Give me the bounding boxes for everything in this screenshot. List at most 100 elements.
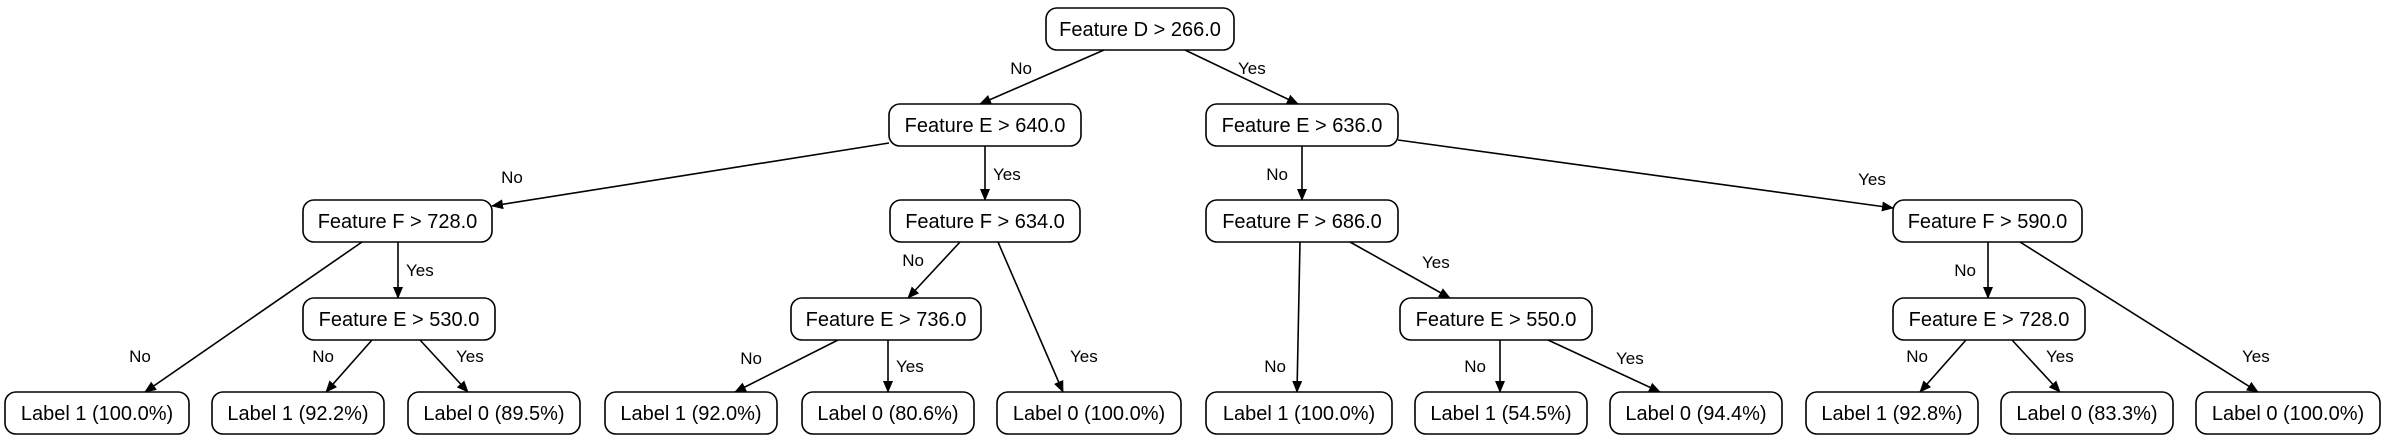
node-label: Feature F > 590.0: [1908, 211, 2068, 233]
node-box: [1892, 199, 2083, 243]
tree-edge-n2-n6: Yes: [1397, 139, 1894, 212]
node-label: Label 1 (100.0%): [21, 403, 173, 425]
node-label: Feature E > 530.0: [319, 309, 480, 331]
node-label: Label 0 (94.4%): [1625, 403, 1766, 425]
edge-label: No: [902, 251, 924, 270]
edge-label: No: [1010, 59, 1032, 78]
edge-label: No: [1906, 347, 1928, 366]
tree-edge-n8-l4: Yes: [883, 340, 924, 393]
tree-node-n3: Feature F > 728.0: [302, 199, 493, 243]
node-box: [1414, 391, 1588, 435]
tree-node-l0: Label 1 (100.0%): [4, 391, 190, 435]
edge-label: No: [740, 349, 762, 368]
node-label: Feature D > 266.0: [1059, 19, 1221, 41]
tree-node-l9: Label 1 (92.8%): [1805, 391, 1979, 435]
edge-arrow: [1919, 339, 1967, 393]
edge-arrow: [979, 49, 1105, 105]
edge-label: No: [129, 347, 151, 366]
tree-edge-n7-l2: Yes: [419, 339, 484, 393]
node-box: [1399, 297, 1593, 341]
node-box: [407, 391, 581, 435]
node-box: [302, 297, 496, 341]
edge-arrow: [144, 241, 363, 393]
node-box: [604, 391, 778, 435]
tree-edge-n0-n2: Yes: [1184, 49, 1299, 105]
tree-node-l6: Label 1 (100.0%): [1205, 391, 1393, 435]
edge-label: Yes: [896, 357, 924, 376]
tree-edge-n0-n1: No: [979, 49, 1105, 105]
tree-edge-n7-l1: No: [312, 339, 373, 393]
node-label: Feature E > 550.0: [1416, 309, 1577, 331]
edge-arrow: [1349, 241, 1451, 299]
node-label: Label 1 (92.0%): [620, 403, 761, 425]
node-box: [2195, 391, 2381, 435]
tree-node-n5: Feature F > 686.0: [1205, 199, 1399, 243]
tree-node-l2: Label 0 (89.5%): [407, 391, 581, 435]
tree-edge-n6-n10: No: [1954, 242, 1993, 299]
edge-label: No: [1464, 357, 1486, 376]
node-label: Label 0 (80.6%): [817, 403, 958, 425]
tree-node-l3: Label 1 (92.0%): [604, 391, 778, 435]
edge-arrow: [1397, 139, 1894, 212]
node-label: Feature E > 736.0: [806, 309, 967, 331]
tree-node-n0: Feature D > 266.0: [1045, 7, 1235, 51]
tree-node-n7: Feature E > 530.0: [302, 297, 496, 341]
tree-node-n2: Feature E > 636.0: [1205, 103, 1399, 147]
node-box: [1805, 391, 1979, 435]
edge-arrow: [419, 339, 469, 393]
edge-label: Yes: [406, 261, 434, 280]
tree-edge-n4-n8: No: [902, 241, 961, 299]
tree-edge-n4-l5: Yes: [997, 241, 1098, 393]
edge-arrow: [1547, 339, 1661, 393]
tree-edge-n8-l3: No: [734, 339, 839, 393]
tree-node-l10: Label 0 (83.3%): [2000, 391, 2174, 435]
edge-label: Yes: [1070, 347, 1098, 366]
node-label: Feature F > 634.0: [905, 211, 1065, 233]
tree-node-n10: Feature E > 728.0: [1892, 297, 2086, 341]
node-box: [1205, 199, 1399, 243]
edge-arrow: [2011, 339, 2061, 393]
node-box: [1205, 103, 1399, 147]
edge-arrow: [325, 339, 373, 393]
node-label: Label 1 (54.5%): [1430, 403, 1571, 425]
tree-edge-n1-n4: Yes: [980, 146, 1021, 201]
tree-edge-n3-n7: Yes: [393, 242, 434, 299]
edge-arrow: [2019, 241, 2259, 393]
tree-edge-n9-l7: No: [1464, 340, 1505, 393]
node-label: Feature E > 640.0: [905, 115, 1066, 137]
node-box: [996, 391, 1182, 435]
tree-node-n9: Feature E > 550.0: [1399, 297, 1593, 341]
tree-edge-n5-n9: Yes: [1349, 241, 1451, 299]
node-label: Label 0 (100.0%): [1013, 403, 1165, 425]
edge-label: Yes: [2242, 347, 2270, 366]
node-label: Label 1 (92.8%): [1821, 403, 1962, 425]
edge-arrow: [1292, 241, 1303, 393]
edge-label: No: [312, 347, 334, 366]
edge-arrow: [491, 142, 890, 210]
edge-label: Yes: [993, 165, 1021, 184]
tree-edge-n9-l8: Yes: [1547, 339, 1661, 393]
edge-label: No: [1264, 357, 1286, 376]
tree-node-l5: Label 0 (100.0%): [996, 391, 1182, 435]
node-box: [888, 103, 1082, 147]
node-box: [1045, 7, 1235, 51]
tree-node-l8: Label 0 (94.4%): [1609, 391, 1783, 435]
node-label: Label 0 (83.3%): [2016, 403, 2157, 425]
edge-label: Yes: [456, 347, 484, 366]
node-label: Feature E > 728.0: [1909, 309, 2070, 331]
tree-node-l4: Label 0 (80.6%): [801, 391, 975, 435]
edge-label: Yes: [1422, 253, 1450, 272]
edge-label: Yes: [1858, 170, 1886, 189]
tree-node-n6: Feature F > 590.0: [1892, 199, 2083, 243]
edge-arrow: [734, 339, 839, 393]
edge-label: No: [1954, 261, 1976, 280]
node-box: [2000, 391, 2174, 435]
tree-edge-n3-l0: No: [129, 241, 363, 393]
node-label: Label 0 (100.0%): [2212, 403, 2364, 425]
node-label: Label 0 (89.5%): [423, 403, 564, 425]
node-box: [889, 199, 1081, 243]
edge-label: Yes: [1238, 59, 1266, 78]
